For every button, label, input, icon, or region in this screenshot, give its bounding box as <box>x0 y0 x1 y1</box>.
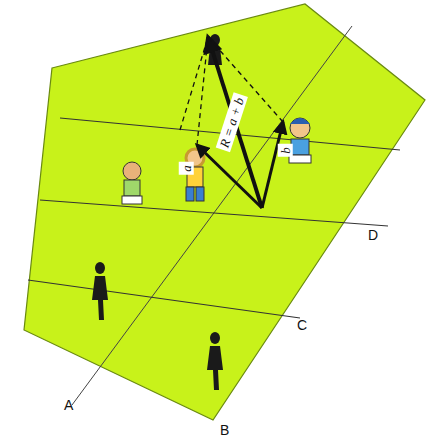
point-label: A <box>64 398 73 412</box>
point-label: C <box>297 318 307 332</box>
vector-label: a <box>179 162 194 175</box>
point-label: D <box>368 228 378 242</box>
point-label: B <box>220 423 229 437</box>
vector-label: b <box>278 144 293 157</box>
